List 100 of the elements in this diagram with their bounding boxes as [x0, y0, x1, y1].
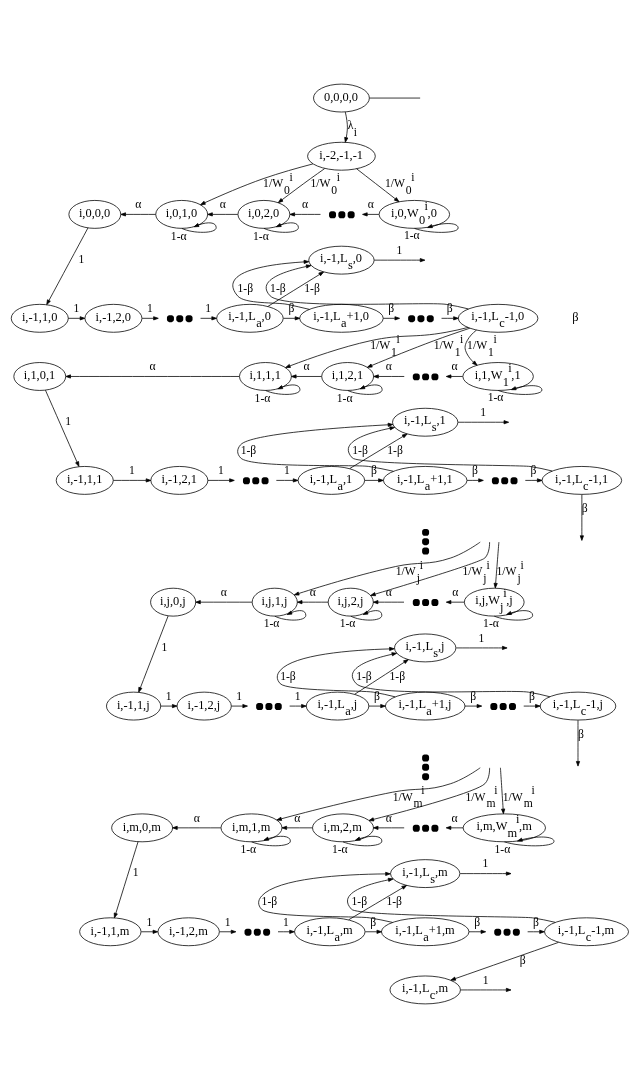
edge-label: α [452, 585, 459, 599]
arrow [460, 987, 512, 992]
edge-label: 1-β [270, 281, 286, 295]
edge-label: 1-α [494, 842, 511, 856]
edge-label: α [385, 359, 392, 373]
edge-label: α [219, 197, 226, 211]
edge-label: β [532, 915, 539, 929]
arrow [459, 871, 512, 876]
edge-label: 1-β [280, 669, 296, 683]
node-ellipse: i,-1,1,1 [55, 465, 114, 495]
arrow [232, 259, 310, 310]
arrow [368, 767, 490, 821]
edge-label: 1-α [483, 616, 499, 630]
arrow [285, 326, 469, 368]
edge-label: α [302, 197, 309, 211]
arrow [276, 766, 481, 821]
arrow [441, 315, 459, 320]
arrow [219, 929, 237, 934]
arrow [500, 766, 506, 814]
edge-label: 1-α [253, 229, 269, 243]
edge-label: α [220, 585, 227, 599]
arrow [523, 703, 541, 708]
edge-label: 1 [482, 856, 489, 870]
arrow [113, 840, 139, 918]
edge-label: 1-β [261, 894, 278, 908]
edge-label: 1 [236, 689, 243, 703]
arrow [46, 227, 89, 305]
connector [369, 97, 421, 98]
arrow [373, 825, 405, 830]
edge-label: β [519, 953, 526, 967]
edge-label: 1 [480, 405, 487, 419]
arrow [445, 599, 465, 604]
edge-label: β [370, 915, 377, 929]
edge-label: 1-β [389, 669, 406, 683]
arrow [493, 541, 500, 588]
edge-label: α [367, 197, 374, 211]
arrow [368, 703, 386, 708]
edge-label: α [385, 811, 392, 825]
arrow [65, 373, 240, 378]
edge-label: α [193, 811, 200, 825]
edge-label: 1 [128, 463, 135, 477]
edge-label: β [474, 915, 481, 929]
arrow [237, 422, 394, 472]
arrow [45, 389, 80, 467]
arrow [524, 477, 543, 482]
arrow [364, 477, 384, 482]
arrow [281, 825, 313, 830]
arrow [207, 477, 235, 482]
arrow [263, 221, 299, 233]
arrow [497, 384, 543, 395]
edge-label: 1 [73, 301, 80, 315]
node-ellipse: i,-1,2,0 [84, 303, 143, 333]
arrow [503, 836, 555, 846]
edge-label: 1-α [170, 229, 187, 243]
arrow [231, 703, 248, 708]
edge-label: 1-α [487, 390, 504, 404]
edge-label: β [528, 689, 535, 703]
edge-label: β [581, 501, 588, 515]
edge-label: α [135, 197, 142, 211]
arrow [348, 884, 407, 920]
arrow [352, 651, 551, 697]
node-ellipse: i,m,0,m [111, 813, 174, 842]
arrow [366, 327, 471, 368]
edge-label: 1-β [352, 443, 368, 457]
arrow [464, 703, 483, 708]
edge-label: 1 [78, 252, 85, 266]
edge-label: 1-α [263, 616, 280, 630]
arrow [200, 163, 314, 205]
edge-label: β [374, 689, 381, 703]
edge-label: β [470, 689, 477, 703]
edge-label: 1 [482, 973, 489, 987]
arrow [464, 329, 478, 366]
edge-label: 1-α [254, 391, 271, 405]
edge-label: 1 [478, 631, 485, 645]
arrow [347, 877, 556, 923]
edge-label: β [472, 463, 478, 477]
edge-label: α [149, 359, 156, 373]
arrow [382, 315, 400, 320]
edge-label: 1 [132, 865, 139, 879]
arrow [413, 222, 459, 233]
arrow [373, 257, 426, 262]
edge-label: α [451, 811, 458, 825]
edge-label: α [303, 359, 310, 373]
arrow [347, 384, 383, 395]
arrow [347, 425, 553, 471]
arrow [466, 477, 484, 482]
edge-label: 1-β [387, 443, 403, 457]
arrow [349, 433, 408, 469]
arrow [258, 871, 393, 923]
edge-label: 1-α [331, 842, 348, 856]
arrow [283, 315, 301, 320]
edge-label: 1 [205, 301, 212, 315]
node-ellipse: i,-1,1,0 [10, 303, 69, 333]
node-ellipse: i,-1,2,j [176, 691, 232, 720]
edge-label: 1 [294, 689, 301, 703]
edge-label: 1-α [336, 391, 353, 405]
edge-label: 1-β [240, 443, 257, 457]
arrow [160, 703, 178, 708]
edge-label: 1 [147, 301, 153, 315]
arrow [251, 835, 291, 846]
